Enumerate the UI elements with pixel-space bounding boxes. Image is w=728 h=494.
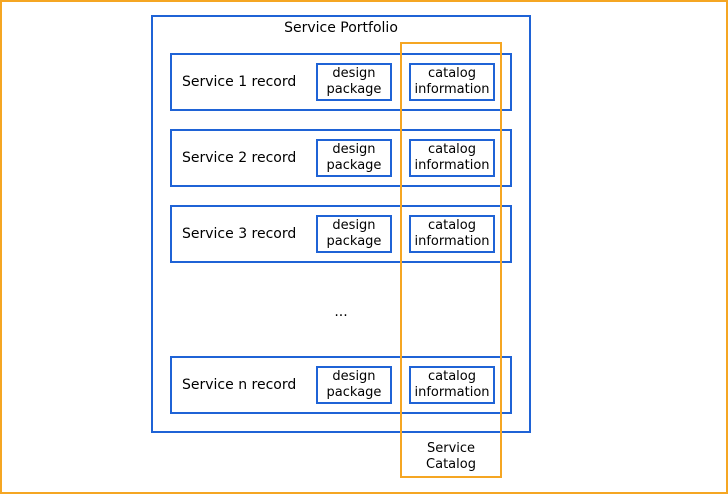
service-record-1: Service 1 record design package catalog … <box>170 53 512 111</box>
catalog-information-label: catalog information <box>414 142 490 173</box>
service-record-label: Service 2 record <box>182 150 297 166</box>
service-catalog-box <box>400 42 502 478</box>
service-record-n: Service n record design package catalog … <box>170 356 512 414</box>
design-package-box: design package <box>316 139 392 177</box>
service-record-label: Service 3 record <box>182 226 297 242</box>
catalog-information-box: catalog information <box>409 139 495 177</box>
service-portfolio-title: Service Portfolio <box>284 20 398 36</box>
service-catalog-label: Service Catalog <box>426 441 476 472</box>
design-package-label: design package <box>326 218 382 249</box>
service-record-2: Service 2 record design package catalog … <box>170 129 512 187</box>
catalog-information-box: catalog information <box>409 63 495 101</box>
design-package-box: design package <box>316 63 392 101</box>
design-package-label: design package <box>326 142 382 173</box>
service-portfolio-box: Service Portfolio <box>151 15 531 433</box>
design-package-box: design package <box>316 366 392 404</box>
ellipsis: ... <box>334 304 348 320</box>
service-record-3: Service 3 record design package catalog … <box>170 205 512 263</box>
design-package-box: design package <box>316 215 392 253</box>
catalog-information-label: catalog information <box>414 218 490 249</box>
catalog-information-label: catalog information <box>414 66 490 97</box>
catalog-information-label: catalog information <box>414 369 490 400</box>
catalog-information-box: catalog information <box>409 366 495 404</box>
design-package-label: design package <box>326 369 382 400</box>
service-record-label: Service 1 record <box>182 74 297 90</box>
catalog-information-box: catalog information <box>409 215 495 253</box>
design-package-label: design package <box>326 66 382 97</box>
service-record-label: Service n record <box>182 377 297 393</box>
